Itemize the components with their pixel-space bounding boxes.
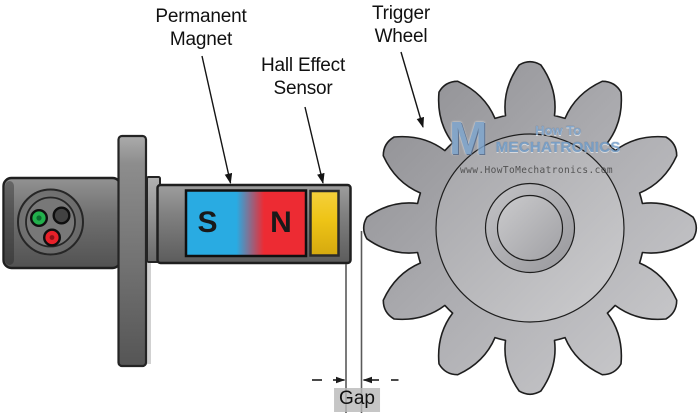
leader-line-hall-effect-sensor: [304, 106, 325, 184]
sensor-body-end-cap: [5, 181, 14, 265]
hall-effect-sensor-label-line2: Sensor: [273, 78, 333, 99]
trigger-wheel-label-line2: Wheel: [374, 26, 428, 47]
watermark-brand: MECHATRONICS: [495, 139, 621, 156]
watermark-how-to: How To: [535, 123, 582, 138]
permanent-magnet-label-line1: Permanent: [155, 6, 247, 27]
connector-pin-red-center: [49, 235, 55, 240]
watermark-url: www.HowToMechatronics.com: [460, 165, 613, 176]
mounting-flange: [117, 134, 148, 368]
permanent-magnet: [184, 189, 308, 258]
magnet-south-label: S: [197, 206, 218, 239]
connector-pin-green-center: [36, 215, 42, 221]
permanent-magnet-label: Permanent Magnet: [155, 5, 246, 51]
gap-label: Gap: [334, 388, 380, 412]
trigger-wheel-label: Trigger Wheel: [372, 2, 430, 48]
connector-pin-dark: [52, 206, 71, 225]
permanent-magnet-label-line2: Magnet: [169, 29, 233, 50]
leader-line-permanent-magnet: [201, 55, 233, 184]
hall-effect-sensor-chip: [309, 189, 340, 257]
leader-line-trigger-wheel: [400, 51, 424, 128]
trigger-wheel-label-line1: Trigger: [371, 3, 431, 24]
watermark-logo-m: M: [449, 112, 488, 164]
watermark-row: M How To MECHATRONICS: [449, 114, 624, 162]
magnet-north-label: N: [270, 206, 292, 239]
flange-shadow: [146, 263, 151, 364]
hall-effect-sensor-label-line1: Hall Effect: [260, 55, 346, 76]
trigger-wheel-gear: [362, 60, 698, 396]
hall-effect-sensor-label: Hall Effect Sensor: [261, 54, 345, 100]
watermark-texts: How To MECHATRONICS: [492, 123, 624, 156]
gear-bore: [496, 194, 564, 262]
watermark: M How To MECHATRONICS www.HowToMechatron…: [449, 114, 624, 176]
